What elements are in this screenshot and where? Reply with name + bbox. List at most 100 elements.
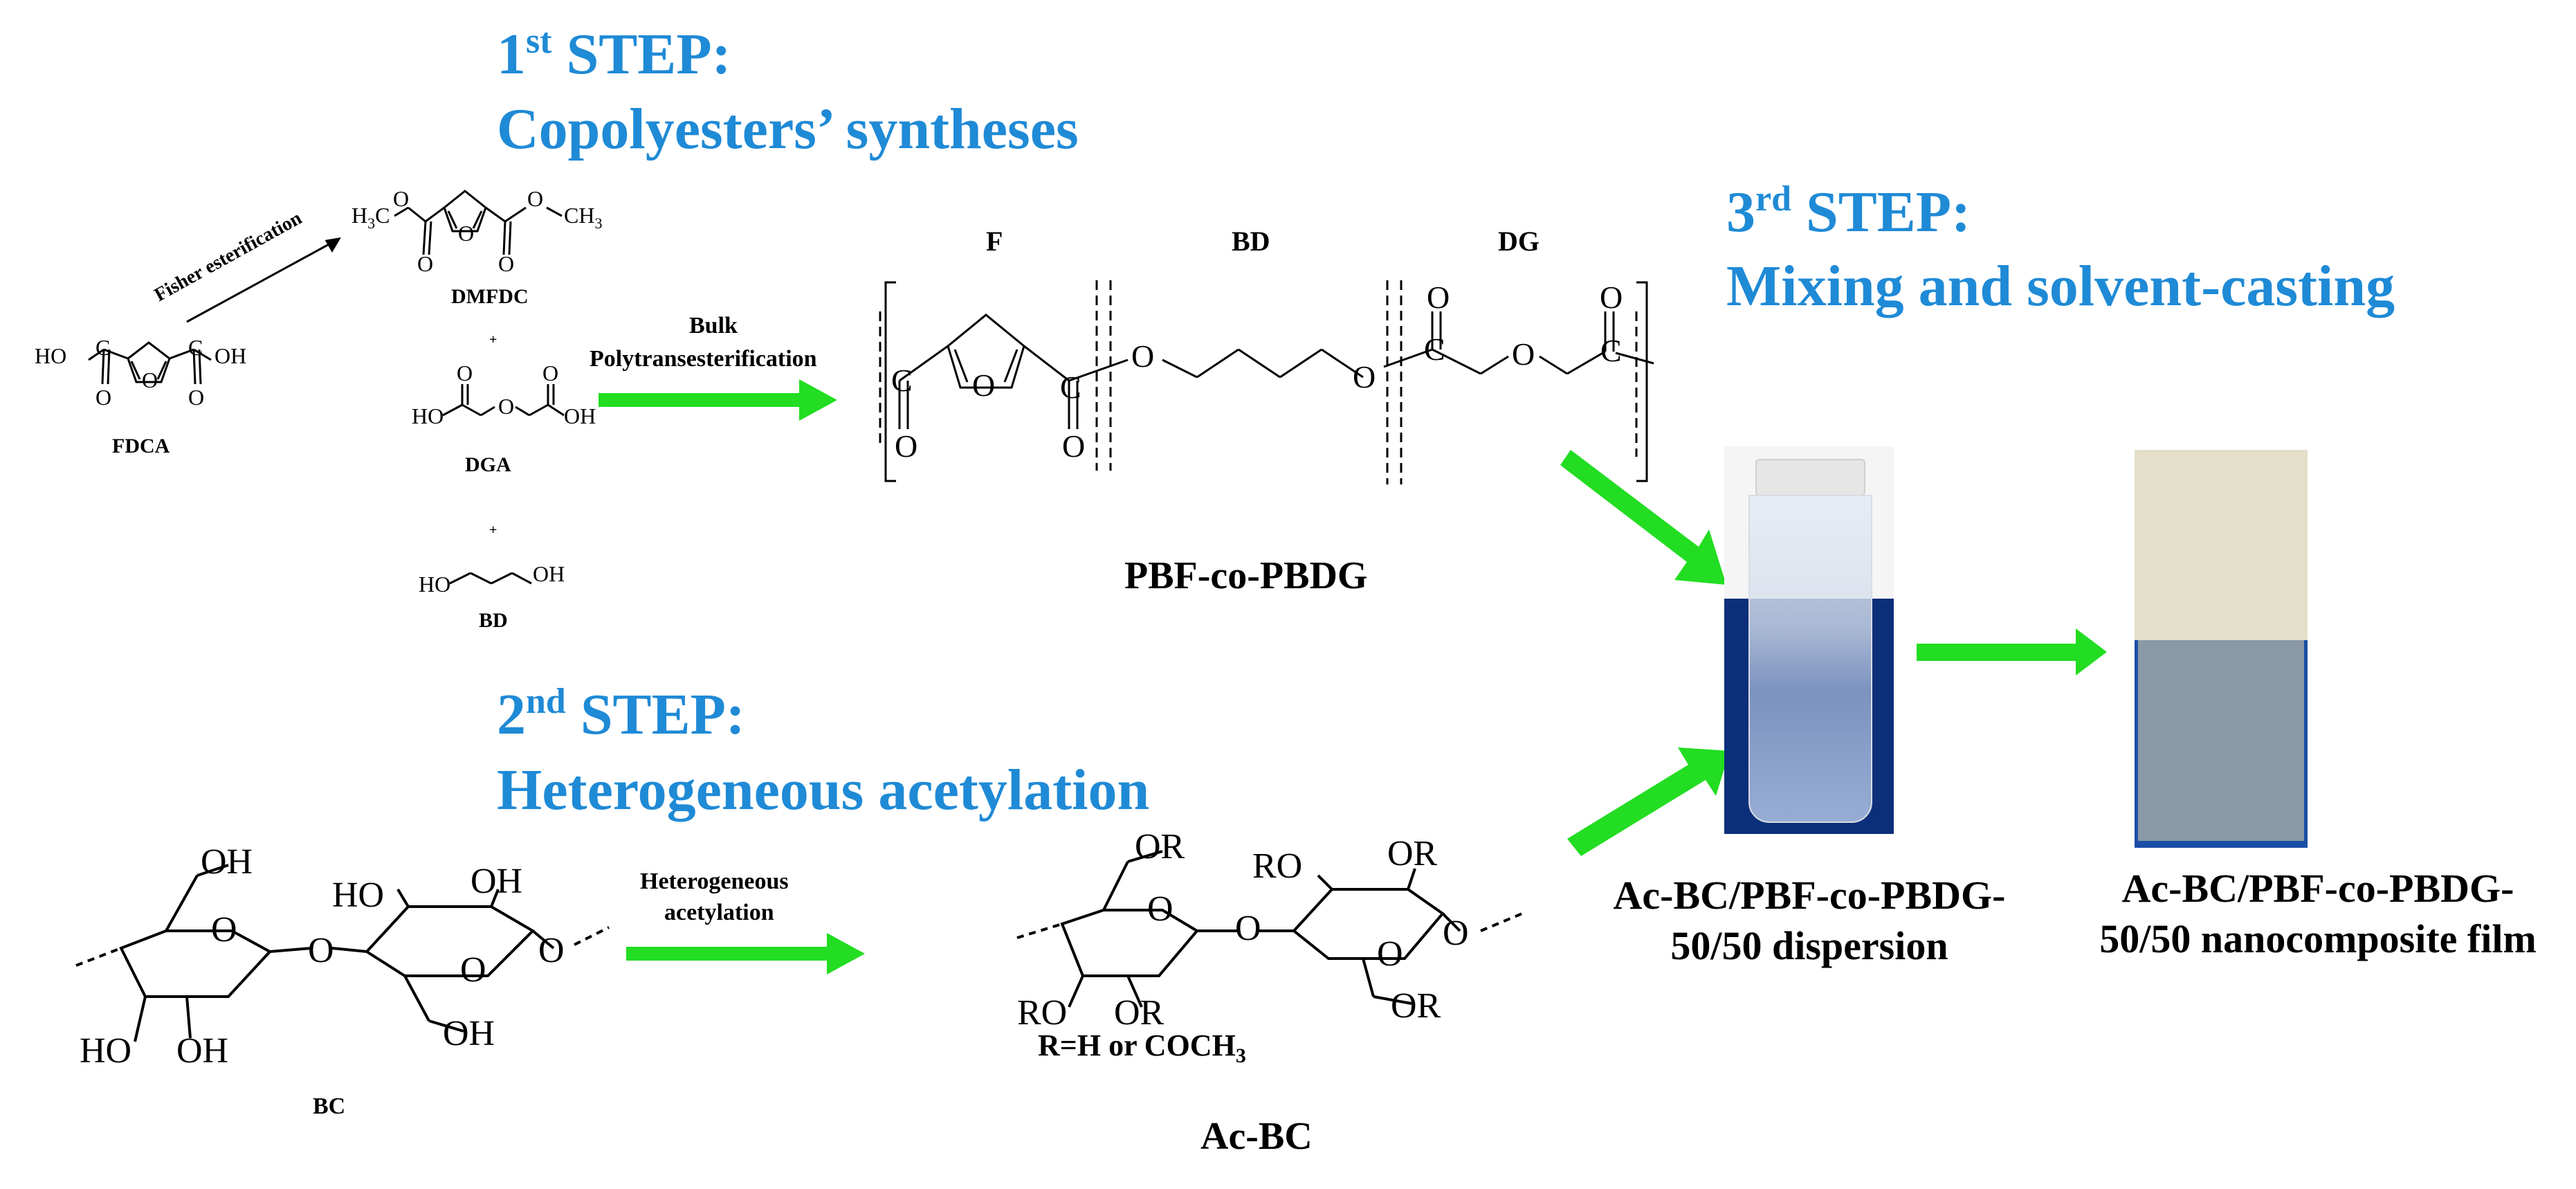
dmfdc-o3-label: O bbox=[498, 251, 514, 276]
dmfdc-ring-o-label: O bbox=[458, 221, 474, 246]
step3-number: 3 bbox=[1726, 180, 1755, 244]
dmfdc-h3c-label: H3C bbox=[351, 203, 390, 232]
fdca-oh-label: OH bbox=[214, 343, 246, 368]
bd-oh-label: OH bbox=[533, 561, 565, 586]
bc-label: BC bbox=[313, 1093, 346, 1119]
plus-sign-2: + bbox=[489, 523, 497, 538]
poly-o4-label: O bbox=[1353, 359, 1376, 394]
bc-end-o-label: O bbox=[538, 931, 565, 970]
polymer-name-label: PBF-co-PBDG bbox=[1124, 554, 1368, 597]
casting-arrow bbox=[1917, 628, 2107, 675]
acbc-or4-label: OR bbox=[1391, 986, 1441, 1026]
polymer-bd-segment bbox=[1162, 348, 1364, 379]
step3-heading: 3rd STEP: bbox=[1726, 181, 1971, 242]
step1-word: STEP: bbox=[566, 22, 731, 87]
step1-number: 1 bbox=[497, 22, 526, 87]
film-photo bbox=[2135, 450, 2308, 848]
acetylation-label: acetylation bbox=[664, 900, 774, 925]
dmfdc-ch3-label: CH3 bbox=[564, 203, 602, 232]
step1-ordinal: st bbox=[526, 21, 552, 61]
dga-o1-label: O bbox=[457, 361, 473, 385]
step3-title: Mixing and solvent-casting bbox=[1726, 254, 2395, 318]
fdca-label: FDCA bbox=[112, 435, 170, 457]
bc-oh3-label: OH bbox=[471, 862, 522, 901]
polymer-right-bracket bbox=[1636, 281, 1648, 482]
segment-f-label: F bbox=[986, 226, 1003, 257]
step1-heading: 1st STEP: bbox=[497, 24, 731, 84]
dmfdc-structure bbox=[394, 190, 563, 255]
film-caption-line1: Ac-BC/PBF-co-PBDG- bbox=[2121, 866, 2514, 911]
poly-ring-o-label: O bbox=[972, 367, 995, 403]
acbc-ring-o1-label: O bbox=[1147, 889, 1173, 929]
bc-ring-o1-label: O bbox=[211, 910, 237, 950]
polytransesterification-label: Polytransesterification bbox=[590, 346, 817, 372]
dispersion-caption-line1: Ac-BC/PBF-co-PBDG- bbox=[1613, 873, 2006, 918]
dmfdc-o4-label: O bbox=[527, 186, 543, 211]
step2-ordinal: nd bbox=[526, 682, 566, 721]
acbc-ro1-label: RO bbox=[1017, 993, 1067, 1033]
polymer-furan-segment bbox=[898, 314, 1129, 429]
poly-c2-label: C bbox=[1060, 370, 1081, 405]
bc-oh1-label: OH bbox=[201, 842, 253, 882]
step2-number: 2 bbox=[497, 682, 526, 747]
bulk-label: Bulk bbox=[689, 313, 738, 338]
fdca-o1-label: O bbox=[95, 385, 111, 410]
poly-o2-label: O bbox=[1062, 428, 1085, 464]
polymer-dg-segment bbox=[1383, 311, 1654, 375]
vial-cap bbox=[1755, 459, 1865, 496]
bc-bridge-o-label: O bbox=[308, 931, 334, 970]
segment-dg-label: DG bbox=[1498, 226, 1540, 257]
vial-body bbox=[1748, 495, 1872, 823]
fdca-c1-label: C bbox=[95, 335, 110, 360]
step2-heading: 2nd STEP: bbox=[497, 684, 745, 744]
dga-oh-label: OH bbox=[564, 403, 596, 428]
film-caption-line2: 50/50 nanocomposite film bbox=[2099, 916, 2537, 961]
acbc-label: Ac-BC bbox=[1200, 1115, 1313, 1158]
dga-ho-label: HO bbox=[412, 403, 444, 428]
bc-ho2-label: HO bbox=[332, 875, 384, 915]
bd-label: BD bbox=[479, 609, 508, 632]
acbc-or3-label: OR bbox=[1387, 834, 1438, 873]
acbc-structure bbox=[1016, 850, 1523, 1008]
bc-ho-label: HO bbox=[80, 1031, 131, 1071]
acbc-ring-o2-label: O bbox=[1377, 934, 1403, 974]
poly-o5-label: O bbox=[1427, 280, 1450, 315]
bc-structure bbox=[75, 864, 610, 1042]
step1-title: Copolyesters’ syntheses bbox=[497, 97, 1079, 161]
polymer-to-mix-arrow bbox=[1560, 450, 1726, 585]
film-upper-region bbox=[2135, 450, 2308, 640]
step2-word: STEP: bbox=[580, 682, 745, 747]
fdca-ho-label: HO bbox=[35, 343, 66, 368]
dmfdc-o1-label: O bbox=[393, 186, 409, 211]
bulk-arrow bbox=[599, 379, 837, 421]
dispersion-caption-line2: 50/50 dispersion bbox=[1670, 923, 1948, 968]
poly-c3-label: C bbox=[1424, 332, 1445, 367]
poly-o1-label: O bbox=[895, 428, 917, 464]
fdca-structure bbox=[88, 341, 212, 385]
segment-bd-label: BD bbox=[1232, 226, 1270, 257]
dispersion-photo bbox=[1724, 446, 1894, 834]
dmfdc-o2-label: O bbox=[417, 251, 433, 276]
step3-ordinal: rd bbox=[1755, 179, 1791, 219]
acbc-or1-label: OR bbox=[1135, 827, 1185, 866]
dga-ether-o-label: O bbox=[498, 394, 514, 419]
plus-sign-1: + bbox=[489, 332, 497, 347]
acbc-end-o-label: O bbox=[1443, 914, 1469, 953]
fdca-ring-o-label: O bbox=[142, 367, 158, 392]
heterogeneous-label: Heterogeneous bbox=[640, 869, 789, 894]
poly-o3-label: O bbox=[1131, 338, 1154, 374]
film-lower-region bbox=[2138, 640, 2304, 841]
film-caption: Ac-BC/PBF-co-PBDG- 50/50 nanocomposite f… bbox=[2065, 864, 2570, 964]
step3-word: STEP: bbox=[1806, 180, 1971, 244]
poly-c1-label: C bbox=[891, 363, 913, 398]
fdca-c2-label: C bbox=[188, 335, 203, 360]
bd-ho-label: HO bbox=[419, 572, 450, 597]
acbc-bridge-o-label: O bbox=[1235, 909, 1261, 948]
bd-structure bbox=[449, 572, 532, 585]
acbc-ro2-label: RO bbox=[1252, 846, 1302, 886]
bc-ring-o2-label: O bbox=[460, 950, 486, 990]
acbc-to-mix-arrow bbox=[1567, 747, 1730, 856]
step2-title: Heterogeneous acetylation bbox=[497, 758, 1150, 822]
dispersion-caption: Ac-BC/PBF-co-PBDG- 50/50 dispersion bbox=[1567, 871, 2052, 971]
